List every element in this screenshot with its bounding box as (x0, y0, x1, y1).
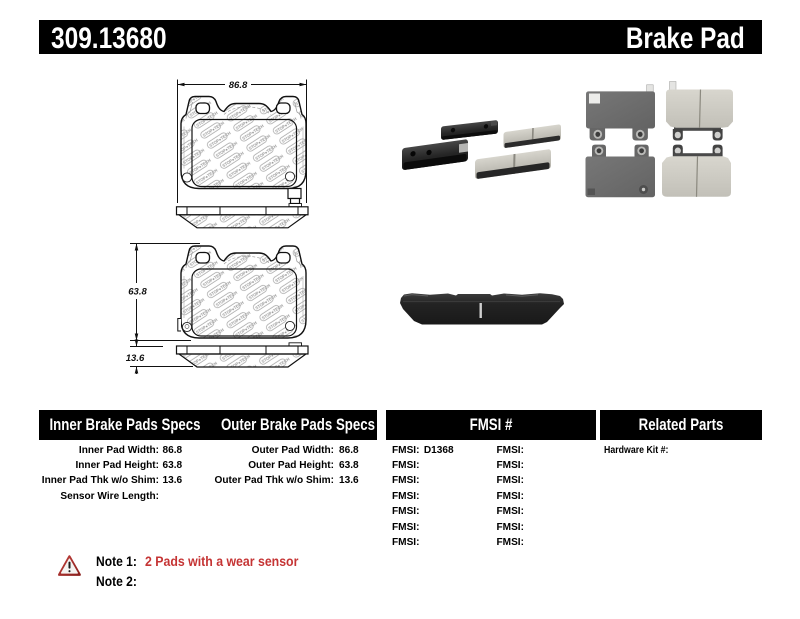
svg-text:63.8: 63.8 (128, 287, 147, 298)
svg-text:13.6: 13.6 (126, 353, 145, 364)
svg-text:86.8: 86.8 (229, 80, 248, 91)
